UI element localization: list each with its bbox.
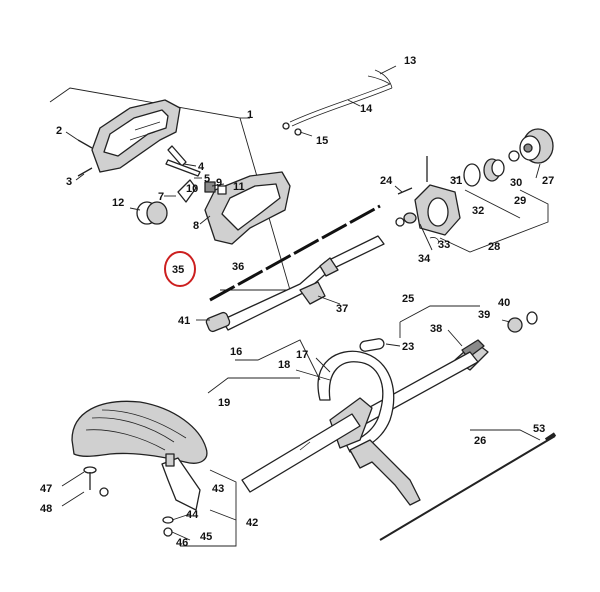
plate-23 <box>359 338 385 352</box>
label-30: 30 <box>510 177 522 189</box>
coupling-41 <box>205 311 231 333</box>
label-37: 37 <box>336 303 348 315</box>
label-16: 16 <box>230 346 242 358</box>
shaft-tube-upper <box>221 235 385 331</box>
collar-12 <box>136 201 168 225</box>
lower-shaft-19 <box>241 413 361 493</box>
clutch-housing-28 <box>414 156 461 236</box>
label-45: 45 <box>200 531 212 543</box>
label-4: 4 <box>198 161 205 173</box>
label-53: 53 <box>533 423 545 435</box>
label-9: 9 <box>216 177 222 189</box>
debris-guard <box>71 400 208 464</box>
small-parts-24-34 <box>395 187 439 245</box>
label-28: 28 <box>488 241 500 253</box>
label-17: 17 <box>296 349 308 361</box>
label-44: 44 <box>186 509 199 521</box>
label-24: 24 <box>380 175 393 187</box>
label-12: 12 <box>112 197 124 209</box>
bracket-lines-16 <box>207 339 321 394</box>
label-13: 13 <box>404 55 416 67</box>
clamp-37 <box>299 281 326 305</box>
label-43: 43 <box>212 483 224 495</box>
clutch-drum-27 <box>519 128 554 164</box>
part-labels: 1 2 3 4 5 7 8 9 10 11 12 13 14 15 16 17 … <box>40 55 554 549</box>
label-3: 3 <box>66 176 72 188</box>
label-40: 40 <box>498 297 510 309</box>
label-46: 46 <box>176 537 188 549</box>
label-48: 48 <box>40 503 52 515</box>
label-26: 26 <box>474 435 486 447</box>
label-25: 25 <box>402 293 414 305</box>
label-47: 47 <box>40 483 52 495</box>
label-23: 23 <box>402 341 414 353</box>
label-19: 19 <box>218 397 230 409</box>
handle-housing-left <box>91 99 181 173</box>
bracket-lines-clutch <box>439 189 549 253</box>
label-29: 29 <box>514 195 526 207</box>
label-34: 34 <box>418 253 431 265</box>
label-10: 10 <box>186 183 198 195</box>
label-42: 42 <box>246 517 258 529</box>
fittings-39-40 <box>507 311 538 333</box>
leader-lines <box>61 65 541 541</box>
label-36: 36 <box>232 261 244 273</box>
label-2: 2 <box>56 125 62 137</box>
flex-shaft-26 <box>379 429 557 541</box>
trigger-parts <box>165 145 227 203</box>
guard-bracket-43 <box>161 453 201 511</box>
label-14: 14 <box>360 103 373 115</box>
label-11: 11 <box>233 181 245 193</box>
bracket-lines-handle <box>49 87 291 291</box>
label-35: 35 <box>172 264 184 276</box>
label-32: 32 <box>472 205 484 217</box>
label-41: 41 <box>178 315 190 327</box>
label-18: 18 <box>278 359 290 371</box>
wire-harness-14 <box>282 69 393 136</box>
label-31: 31 <box>450 175 462 187</box>
label-5: 5 <box>204 173 210 185</box>
label-33: 33 <box>438 239 450 251</box>
label-1: 1 <box>247 109 253 121</box>
drive-cable-36 <box>209 204 381 302</box>
highlight-circle-35 <box>164 251 196 287</box>
bracket-lines-42 <box>180 469 237 547</box>
bearings-29-30 <box>463 150 520 187</box>
label-27: 27 <box>542 175 554 187</box>
fasteners-44-48 <box>83 466 174 537</box>
label-15: 15 <box>316 135 328 147</box>
label-38: 38 <box>430 323 442 335</box>
label-7: 7 <box>158 191 164 203</box>
label-39: 39 <box>478 309 490 321</box>
label-8: 8 <box>193 220 199 232</box>
screws-2-3 <box>77 139 93 177</box>
bracket-lines-handlebar <box>399 305 480 338</box>
